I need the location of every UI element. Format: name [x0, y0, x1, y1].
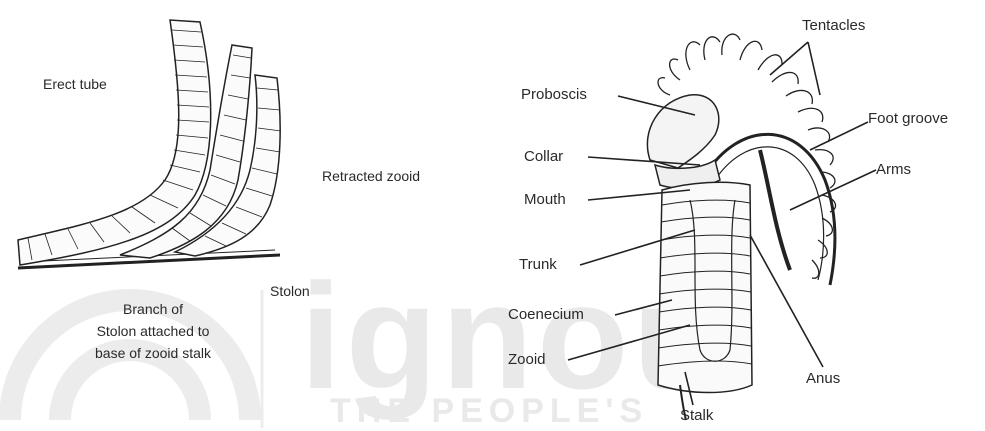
left-figure-drawing	[18, 20, 281, 268]
label-branch-of-stolon: Branch of Stolon attached to base of zoo…	[73, 298, 233, 364]
label-collar: Collar	[524, 148, 563, 166]
label-trunk: Trunk	[519, 256, 557, 274]
right-figure-drawing	[647, 34, 835, 420]
label-branch-line1: Branch of	[73, 298, 233, 320]
label-branch-line2: Stolon attached to	[73, 320, 233, 342]
label-stalk: Stalk	[680, 407, 713, 425]
label-retracted-zooid: Retracted zooid	[322, 167, 420, 185]
label-tentacles: Tentacles	[802, 17, 865, 35]
label-anus: Anus	[806, 370, 840, 388]
label-erect-tube: Erect tube	[43, 75, 107, 93]
label-stolon: Stolon	[270, 282, 310, 300]
label-coenecium: Coenecium	[508, 306, 584, 324]
label-proboscis: Proboscis	[521, 86, 587, 104]
label-foot-groove: Foot groove	[868, 110, 948, 128]
label-zooid: Zooid	[508, 351, 546, 369]
label-mouth: Mouth	[524, 191, 566, 209]
label-arms: Arms	[876, 161, 911, 179]
label-branch-line3: base of zooid stalk	[73, 342, 233, 364]
